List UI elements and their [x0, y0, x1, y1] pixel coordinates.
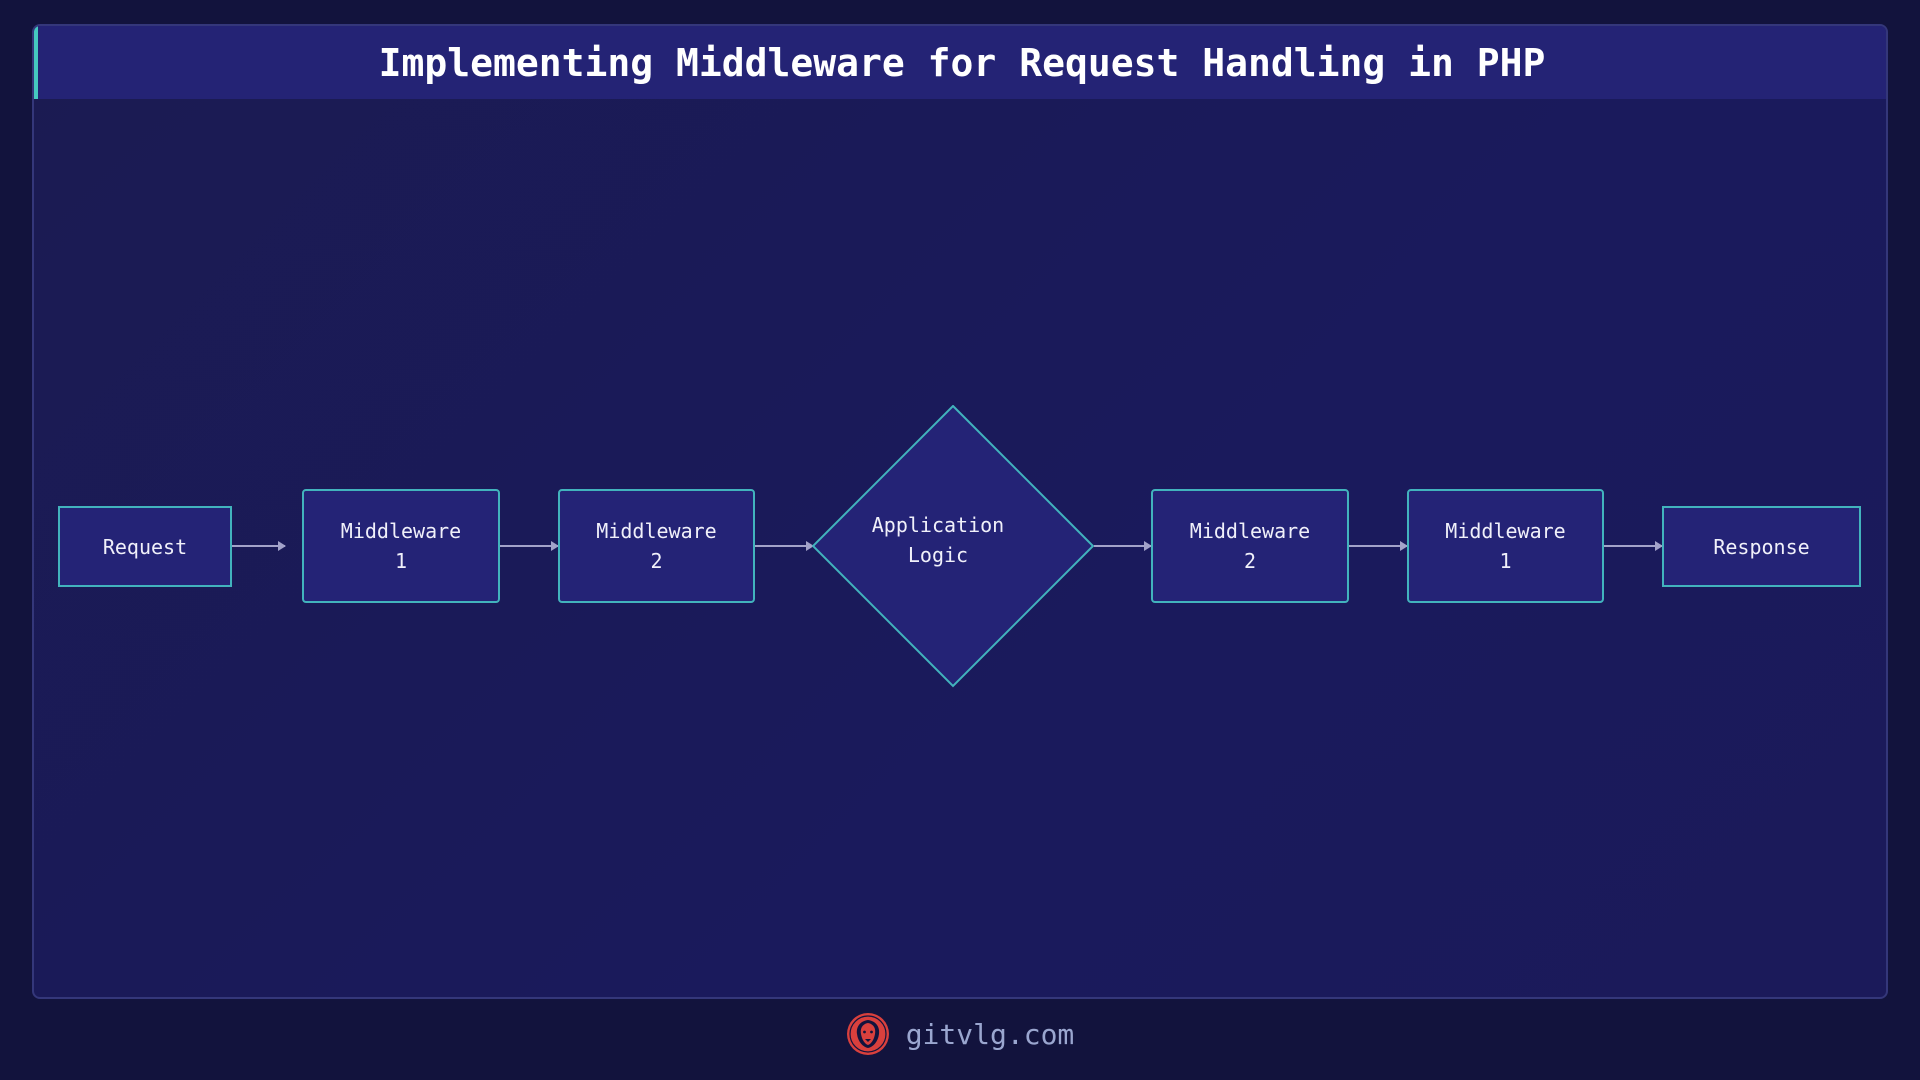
- footer: gitvlg.com: [0, 1008, 1920, 1060]
- site-url: gitvlg.com: [905, 1017, 1075, 1051]
- node-label: Middleware 2: [1189, 519, 1311, 573]
- node-label: Response: [1713, 534, 1810, 559]
- edge-mw1-mw2: [500, 541, 559, 551]
- node-middleware-2-out: Middleware 2: [1151, 489, 1349, 603]
- edge-mw2-mw1: [1349, 541, 1408, 551]
- node-application-logic: [812, 405, 1095, 688]
- node-label: Middleware 2: [596, 519, 717, 573]
- lion-logo-icon: [846, 1013, 889, 1055]
- title-bar: Implementing Middleware for Request Hand…: [34, 26, 1886, 99]
- node-middleware-2-in: Middleware 2: [558, 489, 755, 603]
- edge-app-mw2: [1094, 541, 1152, 551]
- node-label: Middleware 1: [1445, 519, 1566, 573]
- node-middleware-1-out: Middleware 1: [1407, 489, 1604, 603]
- edge-mw2-app: [755, 541, 814, 551]
- node-request: Request: [58, 506, 232, 587]
- page-title: Implementing Middleware for Request Hand…: [378, 40, 1546, 85]
- node-response: Response: [1662, 506, 1861, 587]
- edge-mw1-response: [1604, 541, 1663, 551]
- node-label: Middleware 1: [340, 519, 462, 573]
- edge-request-mw1: [232, 541, 286, 551]
- node-label: Application Logic: [871, 513, 1005, 567]
- node-middleware-1-in: Middleware 1: [302, 489, 500, 603]
- node-label: Request: [102, 534, 188, 559]
